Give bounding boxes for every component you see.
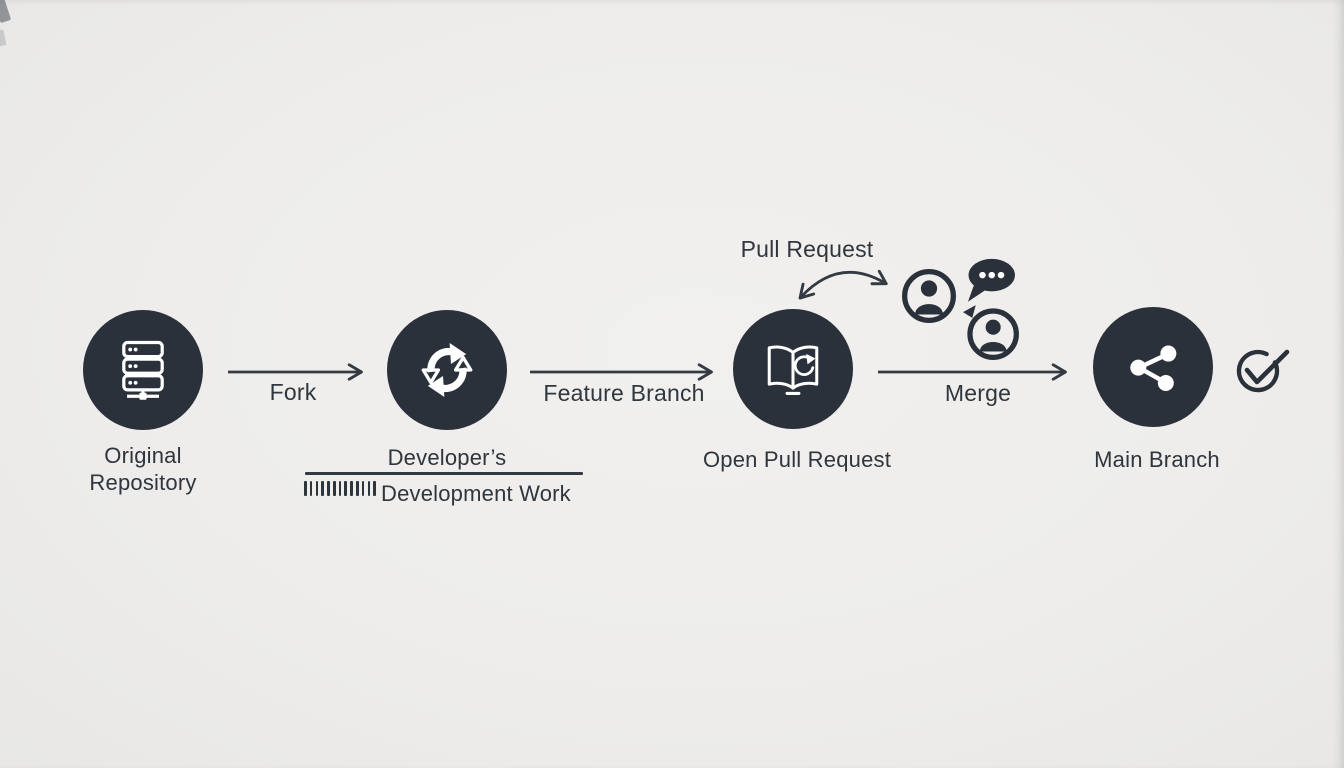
node-open-pull-request xyxy=(733,309,853,429)
node-developers-work xyxy=(387,310,507,430)
original-repository-label: Original Repository xyxy=(43,442,243,496)
feature-branch-arrow-label: Feature Branch xyxy=(543,380,705,406)
share-branch-icon xyxy=(1130,345,1177,391)
developers-label: Developer’s xyxy=(387,445,507,470)
fork-arrow-label: Fork xyxy=(269,379,317,405)
tick-marks xyxy=(304,481,376,496)
server-icon xyxy=(122,340,164,400)
original-repository-label-line1: Original xyxy=(104,443,182,468)
original-repository-label-line2: Repository xyxy=(89,470,197,495)
reviewer-avatar-icon xyxy=(963,305,1019,360)
developers-underline xyxy=(305,472,583,475)
open-book-icon xyxy=(767,345,819,395)
open-pull-request-label: Open Pull Request xyxy=(702,447,892,472)
node-original-repository xyxy=(83,310,203,430)
comment-ellipsis-bubble-icon xyxy=(967,258,1015,302)
merge-arrow-label: Merge xyxy=(944,380,1012,406)
pull-request-annotation: Pull Request xyxy=(740,236,874,262)
reviewer-avatar-icon xyxy=(902,269,956,323)
node-main-branch xyxy=(1093,307,1213,427)
sync-icon xyxy=(421,342,473,398)
development-work-label: Development Work xyxy=(381,481,571,506)
pull-request-curved-arrow xyxy=(798,269,888,300)
main-branch-label: Main Branch xyxy=(1094,447,1220,472)
check-circle-icon xyxy=(1236,349,1290,393)
